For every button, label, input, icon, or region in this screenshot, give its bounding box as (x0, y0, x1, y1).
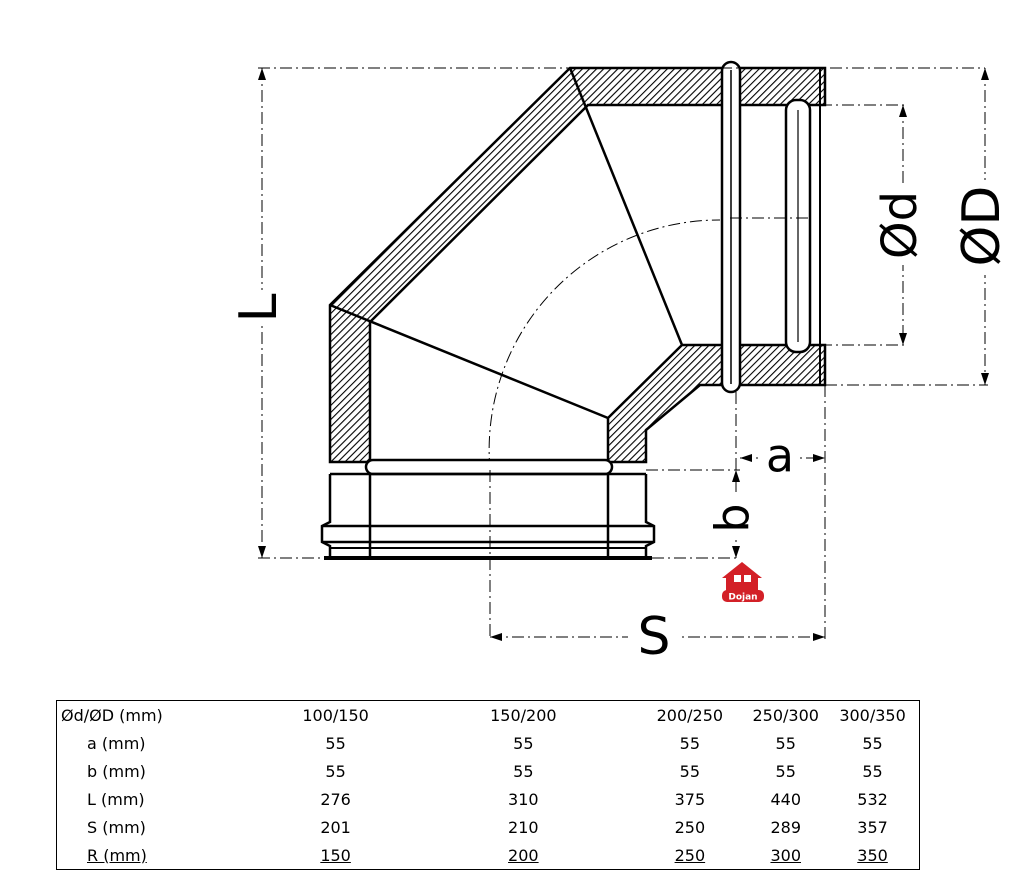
dimension-label-L: L (229, 293, 289, 322)
table-row-label: L (mm) (87, 789, 145, 809)
centerline-arc (488, 219, 721, 471)
table-row: R (mm) 150 200 250 300 350 (57, 841, 920, 870)
table-row: a (mm) 55 55 55 55 55 (57, 729, 920, 757)
table-cell: 55 (679, 761, 701, 781)
table-cell: 55 (775, 761, 796, 781)
table-cell: 200 (508, 845, 539, 865)
table-cell: 55 (325, 733, 346, 753)
table-cell: 55 (513, 761, 534, 781)
right-sleeve (720, 60, 821, 394)
dimensions-table: Ød/ØD (mm) 100/150 150/200 200/250 250/3… (56, 700, 920, 870)
dimension-label-a: a (766, 429, 794, 483)
table-cell: 55 (679, 733, 701, 753)
table-cell: 250/300 (752, 705, 819, 725)
table-cell: 532 (857, 789, 888, 809)
table-cell: 55 (513, 733, 534, 753)
table-cell: 210 (508, 817, 539, 837)
table-cell: 250 (674, 817, 706, 837)
table-cell: 55 (775, 733, 796, 753)
table-header-row: Ød/ØD (mm) 100/150 150/200 200/250 250/3… (57, 701, 920, 730)
bottom-spigot (320, 458, 656, 560)
table-row-label: R (mm) (87, 845, 147, 865)
table-cell: 375 (674, 789, 706, 809)
logo-text: Dojan (728, 593, 757, 603)
table-cell: 300/350 (839, 705, 906, 725)
table-cell: 310 (508, 789, 539, 809)
table-row: L (mm) 276 310 375 440 532 (57, 785, 920, 813)
table-cell: 201 (320, 817, 351, 837)
table-cell: 55 (862, 761, 883, 781)
table-cell: 289 (770, 817, 801, 837)
table-cell: 250 (674, 845, 706, 865)
table-row-label: S (mm) (87, 817, 146, 837)
table-cell: 55 (862, 733, 883, 753)
elbow-technical-drawing: L Ød ØD a b S Dojan (229, 60, 1012, 667)
dojan-logo: Dojan (722, 562, 764, 603)
dimension-label-S: S (637, 607, 670, 667)
table-cell: 440 (770, 789, 801, 809)
table-cell: 100/150 (302, 705, 369, 725)
table-cell: 357 (857, 817, 888, 837)
table-row: b (mm) 55 55 55 55 55 (57, 757, 920, 785)
elbow-outer-wall (328, 66, 827, 464)
table-cell: 300 (770, 845, 801, 865)
dimension-label-inner-diameter: Ød (872, 191, 928, 259)
dimension-label-outer-diameter: ØD (952, 186, 1012, 267)
dimension-arrows (258, 68, 989, 641)
table-cell: 276 (320, 789, 351, 809)
table-cell: 200/250 (656, 705, 724, 725)
table-cell: 55 (325, 761, 346, 781)
segment-joints (329, 67, 684, 420)
table-cell: 150 (320, 845, 351, 865)
table-row-label: a (mm) (87, 733, 146, 753)
table-row-label: Ød/ØD (mm) (61, 705, 163, 725)
table-row-label: b (mm) (87, 761, 146, 781)
table-cell: 150/200 (490, 705, 557, 725)
table-cell: 350 (857, 845, 888, 865)
dimension-label-b: b (706, 503, 760, 532)
table-row: S (mm) 201 210 250 289 357 (57, 813, 920, 841)
